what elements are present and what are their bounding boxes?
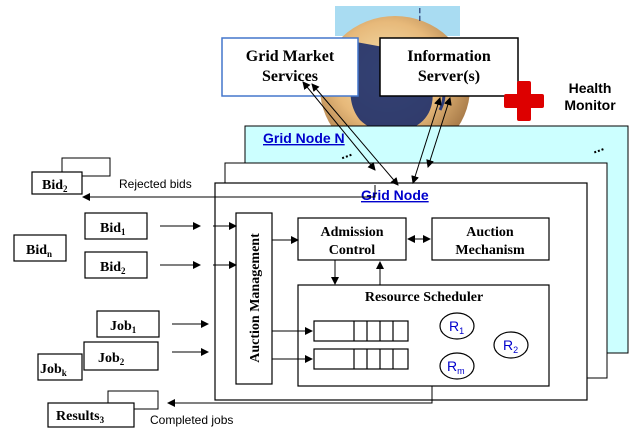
completed-arrow (167, 386, 433, 407)
resource-r1: R1 (439, 312, 475, 340)
admission-line1: Admission (320, 225, 383, 240)
admission-line2: Control (329, 243, 376, 258)
r2-letter: R (503, 337, 513, 353)
bid1-label: Bid (100, 221, 121, 236)
job1-sub: 1 (132, 325, 137, 335)
results-label: Results (56, 409, 100, 424)
info-server-line2: Server(s) (418, 68, 480, 85)
bidn-sub: n (47, 249, 52, 259)
job2-box (83, 341, 159, 371)
ellipsis-mark-right: ... (589, 138, 605, 157)
grid-node-title: Grid Node (361, 187, 429, 203)
globe-mark-icon: ¦ (418, 5, 422, 21)
completed-jobs-label: Completed jobs (150, 413, 233, 427)
grid-market-services-box (221, 37, 359, 97)
r1-letter: R (449, 318, 459, 334)
auction-mechanism-line2: Mechanism (455, 243, 525, 258)
information-server-box (379, 37, 519, 97)
r1-sub: 1 (459, 326, 464, 336)
bid1-sub: 1 (121, 227, 126, 237)
auction-management-label: Auction Management (248, 233, 263, 363)
r2-sub: 2 (513, 345, 518, 355)
auction-mechanism-line1: Auction (466, 225, 514, 240)
rejected-bids-label: Rejected bids (119, 177, 192, 191)
job1-box (96, 310, 160, 338)
bid2-rejected-sub: 2 (63, 184, 68, 194)
jobk-sub: k (62, 368, 67, 378)
queue-top (313, 320, 409, 342)
queue-bottom (313, 348, 409, 370)
svg-text:Job1: Job1 (110, 319, 137, 335)
health-line2: Monitor (564, 97, 616, 113)
bid2-box (84, 251, 148, 279)
resource-rm: Rm (439, 352, 475, 380)
rejected-arrow (82, 185, 376, 201)
bidn-label: Bid (26, 243, 47, 258)
svg-text:Bid1: Bid1 (100, 221, 126, 237)
bid2-rejected-label: Bid (42, 178, 63, 193)
svg-text:Jobk: Jobk (40, 362, 67, 378)
admission-control-box (297, 217, 407, 261)
resource-scheduler-title: Resource Scheduler (365, 290, 483, 305)
grid-market-line2: Services (262, 68, 318, 85)
health-line1: Health (569, 80, 612, 96)
results-box (47, 402, 135, 428)
grid-node-n-title: Grid Node N (263, 130, 345, 146)
job1-label: Job (110, 319, 132, 334)
auction-management-box (235, 212, 273, 385)
svg-text:Bid2: Bid2 (42, 178, 68, 194)
rm-letter: R (447, 358, 457, 374)
svg-text:Results3: Results3 (56, 409, 105, 425)
resource-r2: R2 (493, 331, 529, 359)
results-sub: 3 (100, 415, 105, 425)
bidn-box (13, 234, 67, 262)
grid-market-line1: Grid Market (246, 48, 335, 65)
svg-text:Rm: Rm (447, 358, 465, 376)
bid2-sub: 2 (121, 266, 126, 276)
info-server-line1: Information (407, 48, 491, 65)
svg-text:R2: R2 (503, 337, 518, 355)
jobk-label: Job (40, 362, 62, 377)
bid2-rejected-box (31, 171, 83, 195)
svg-text:Job2: Job2 (98, 351, 125, 367)
bid1-box (84, 212, 148, 240)
rm-sub: m (457, 366, 465, 376)
svg-text:R1: R1 (449, 318, 464, 336)
market-links (302, 81, 452, 186)
svg-text:Bid2: Bid2 (100, 260, 126, 276)
svg-text:Bidn: Bidn (26, 243, 52, 259)
health-cross-icon (504, 81, 544, 121)
bid2-label: Bid (100, 260, 121, 275)
job2-label: Job (98, 351, 120, 366)
auction-mechanism-box (431, 217, 550, 261)
job2-sub: 2 (120, 357, 125, 367)
jobk-box (37, 353, 83, 381)
